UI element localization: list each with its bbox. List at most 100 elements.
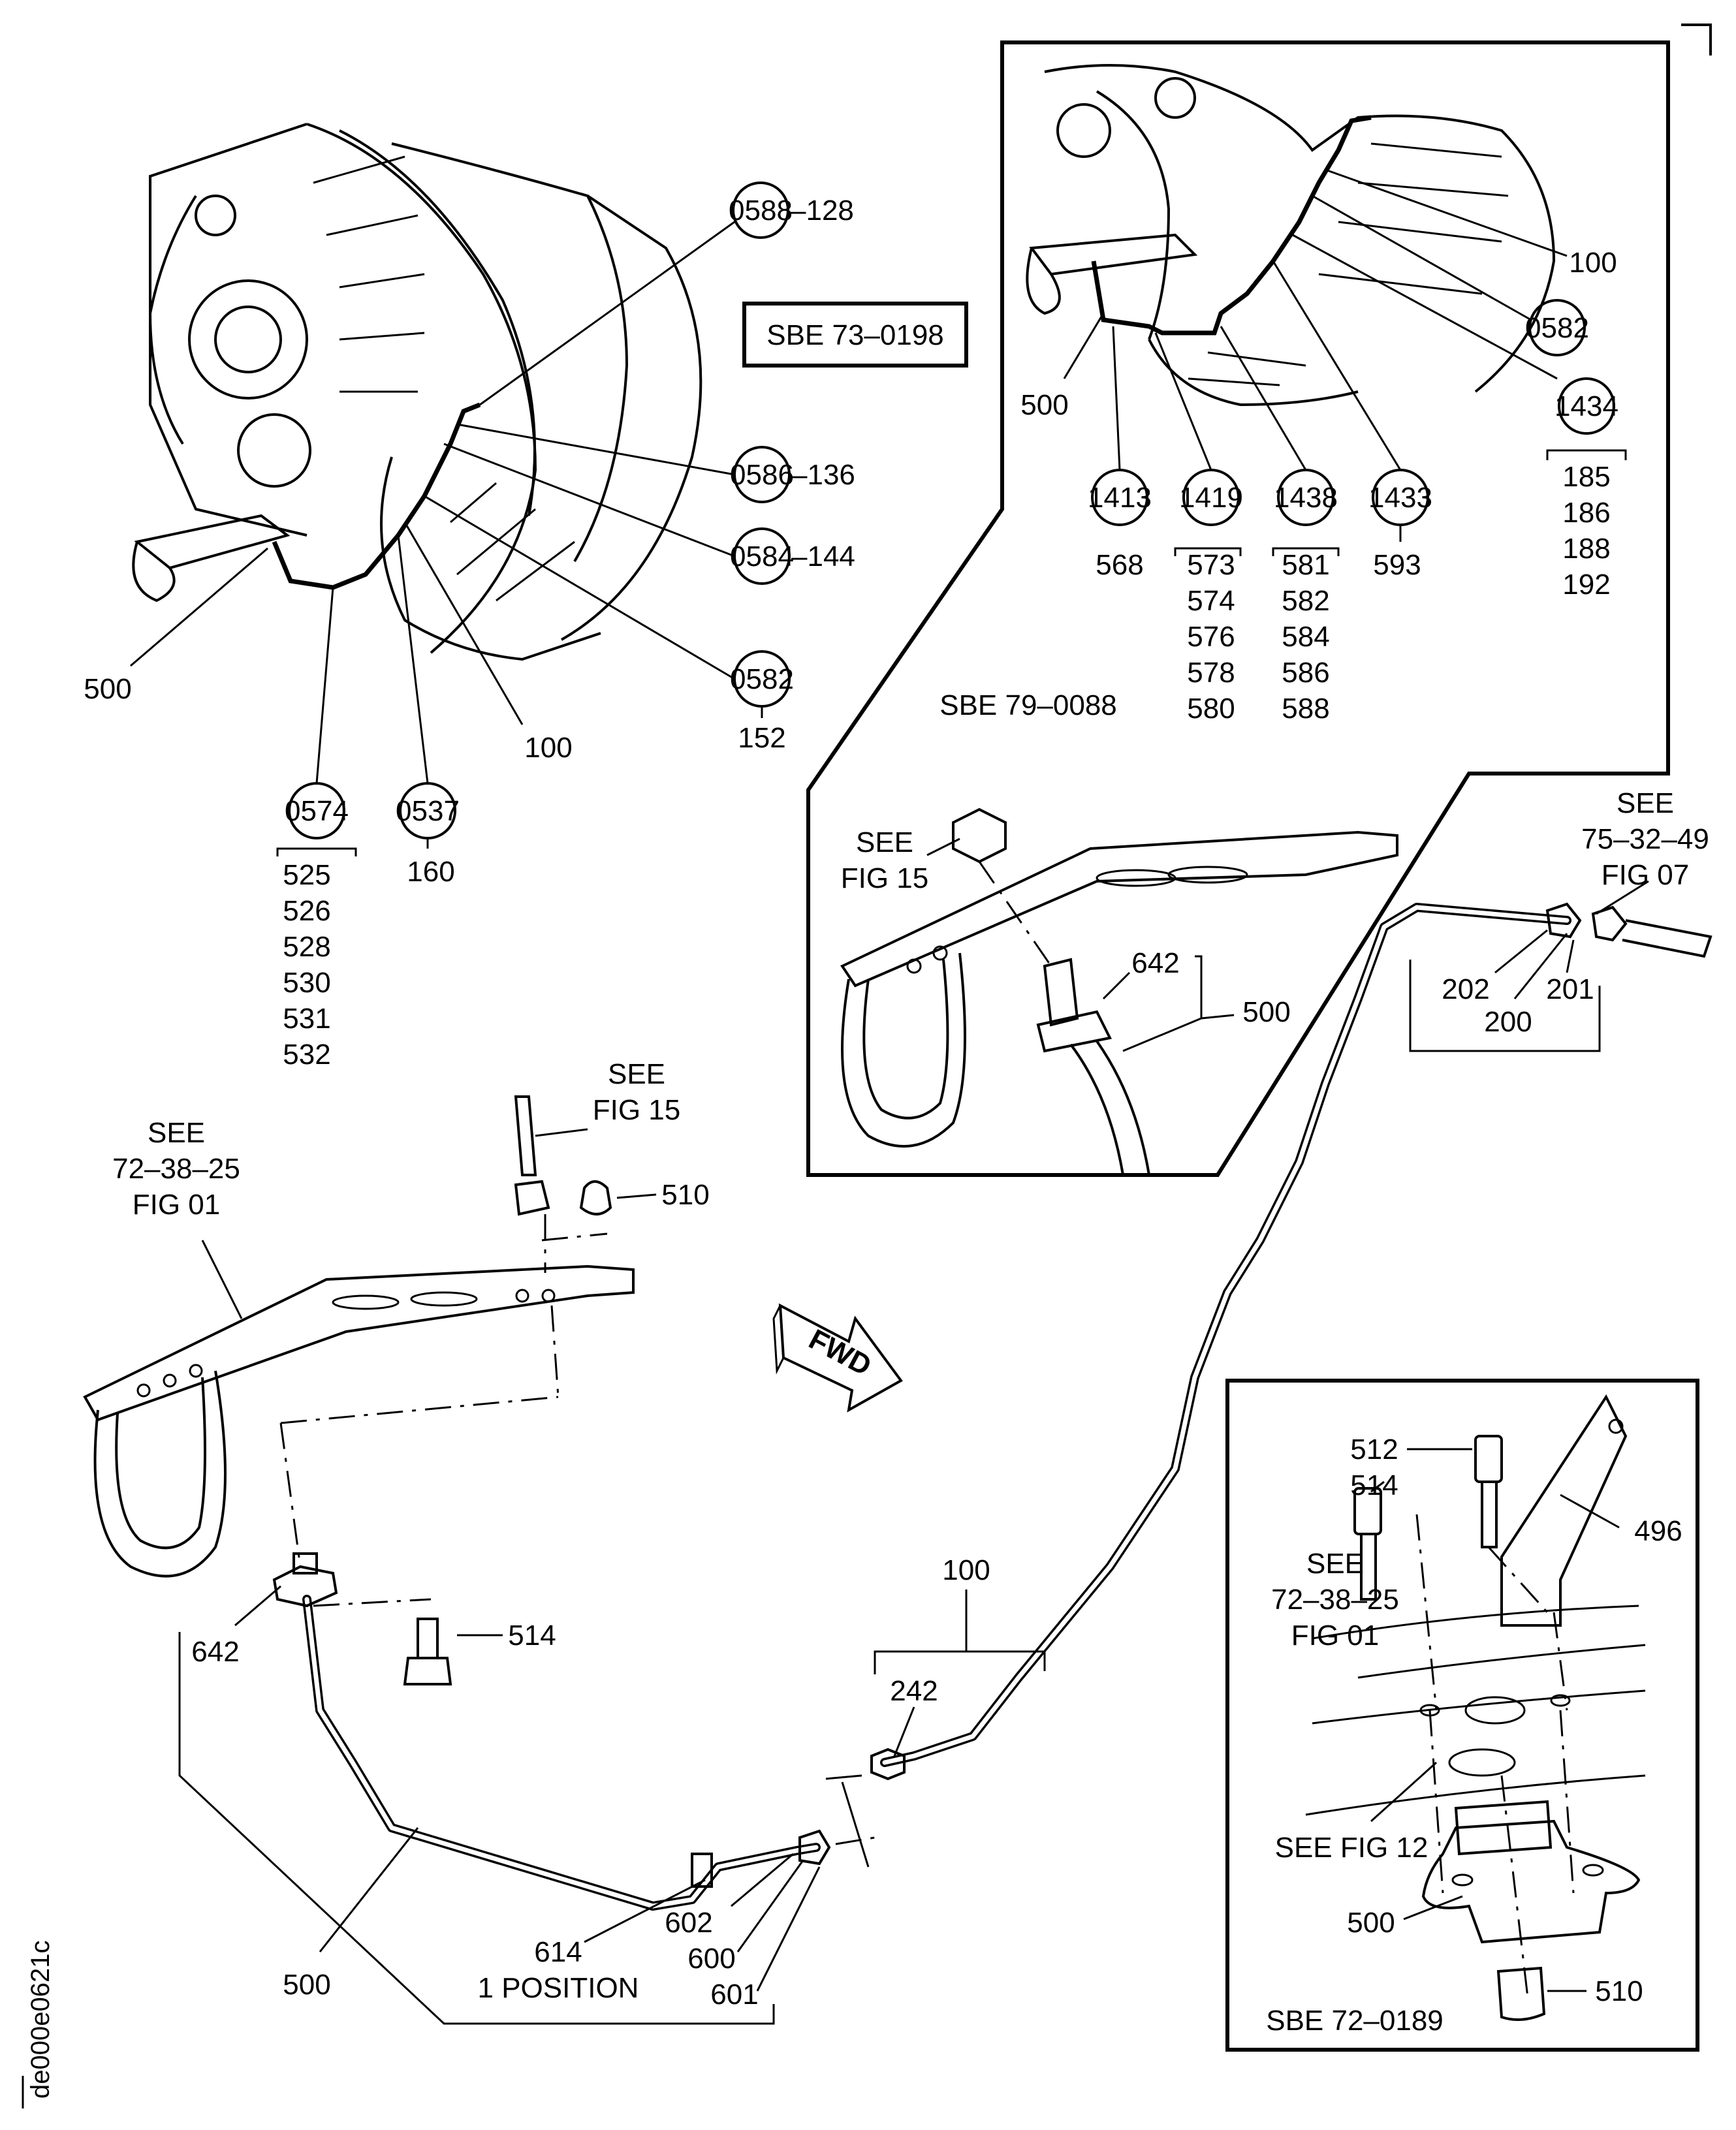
callout-0582-inset: 0582: [1312, 195, 1589, 356]
svg-text:1413: 1413: [1088, 482, 1152, 514]
label-601: 601: [710, 1866, 821, 2011]
svg-text:642: 642: [1131, 947, 1179, 979]
svg-text:581: 581: [1282, 549, 1329, 581]
svg-text:SEE: SEE: [1617, 787, 1674, 819]
label-514-main: 514: [457, 1620, 556, 1652]
label-500-engine: 500: [84, 547, 268, 705]
svg-text:568: 568: [1096, 549, 1143, 581]
svg-text:100: 100: [524, 732, 572, 764]
svg-text:573: 573: [1187, 549, 1235, 581]
svg-text:1 POSITION: 1 POSITION: [478, 1972, 639, 2004]
svg-text:510: 510: [1595, 1975, 1643, 2007]
main-bracket: [83, 1264, 635, 1578]
svg-text:528: 528: [283, 931, 330, 963]
fwd-arrow: FWD: [772, 1303, 903, 1413]
inset-sbe-72-0189-frame: [1225, 1379, 1699, 2052]
pipe-100: [870, 902, 1712, 1781]
label-602: 602: [665, 1853, 794, 1939]
label-200: 200: [1484, 933, 1568, 1038]
bolt-514-main: [403, 1618, 452, 1685]
label-510-main: 510: [616, 1179, 710, 1211]
svg-text:100: 100: [1569, 247, 1617, 279]
svg-text:588: 588: [1282, 693, 1329, 725]
callout-0537: 0537 160: [396, 535, 460, 888]
svg-text:FIG 15: FIG 15: [841, 862, 929, 894]
svg-text:185: 185: [1562, 461, 1610, 493]
svg-text:242: 242: [890, 1675, 938, 1707]
sbe-73-0198-box: [742, 302, 968, 368]
svg-text:593: 593: [1373, 549, 1421, 581]
svg-text:186: 186: [1562, 497, 1610, 529]
svg-text:602: 602: [665, 1907, 712, 1939]
svg-text:574: 574: [1187, 585, 1235, 617]
svg-text:500: 500: [84, 673, 131, 705]
svg-text:582: 582: [1282, 585, 1329, 617]
svg-text:576: 576: [1187, 621, 1235, 653]
callout-1438: 1438 581 582 584 586 588: [1220, 326, 1340, 725]
svg-text:100: 100: [942, 1554, 990, 1586]
svg-text:SEE: SEE: [608, 1058, 665, 1090]
svg-text:586: 586: [1282, 657, 1329, 689]
inset-sbe-79-0088-frame: [806, 40, 1670, 1177]
pipe-500: [272, 1552, 876, 1911]
svg-text:601: 601: [710, 1979, 758, 2011]
svg-text:530: 530: [283, 967, 330, 999]
callout-1419: 1419 573 574 576 578 580: [1154, 332, 1243, 725]
callout-0584: 0584 –144: [443, 443, 855, 585]
svg-text:152: 152: [738, 722, 785, 754]
label-see-fig12: SEE FIG 12: [1275, 1761, 1438, 1864]
label-614: 614 1 POSITION: [478, 1879, 706, 2004]
svg-text:578: 578: [1187, 657, 1235, 689]
label-510-inset: 510: [1547, 1975, 1643, 2007]
svg-text:510: 510: [661, 1179, 709, 1211]
callout-0574: 0574 525 526 528 530 531 532: [276, 587, 357, 1071]
svg-text:0582: 0582: [730, 663, 794, 695]
svg-text:–128: –128: [790, 195, 854, 227]
svg-text:SEE: SEE: [148, 1117, 205, 1149]
svg-text:0537: 0537: [396, 795, 460, 827]
label-100-engine: 100: [403, 522, 573, 764]
label-100-inset: 100: [1325, 168, 1617, 279]
svg-text:614: 614: [534, 1936, 582, 1968]
svg-text:500: 500: [1242, 996, 1290, 1028]
svg-text:FIG 01: FIG 01: [1291, 1620, 1380, 1652]
svg-text:512: 512: [1350, 1433, 1398, 1465]
label-see-fig15-main: SEE FIG 15: [535, 1058, 680, 1137]
label-500-inset: 500: [1020, 313, 1105, 421]
sbe-79-0088-label: SBE 79–0088: [939, 689, 1117, 721]
svg-text:72–38–25: 72–38–25: [112, 1153, 240, 1185]
callout-0588: 0588 –128: [479, 181, 854, 406]
inset-bracket-detail: [840, 807, 1398, 1176]
inset-72-0189-parts: [1305, 1394, 1646, 2021]
svg-text:72–38–25: 72–38–25: [1271, 1584, 1399, 1616]
svg-text:SEE: SEE: [1306, 1548, 1364, 1580]
svg-text:525: 525: [283, 859, 330, 891]
svg-text:75–32–49: 75–32–49: [1581, 823, 1709, 855]
svg-text:584: 584: [1282, 621, 1329, 653]
svg-text:1419: 1419: [1179, 482, 1243, 514]
engine-view: [132, 123, 702, 661]
inset-harness: [1091, 115, 1372, 336]
svg-text:SEE: SEE: [856, 826, 913, 858]
svg-text:500: 500: [283, 1969, 330, 2001]
inset-engine-view: [1026, 64, 1556, 407]
callout-1433: 1433 593: [1272, 260, 1432, 581]
label-500-inset2: 500: [1347, 1895, 1463, 1939]
label-201: 201: [1546, 939, 1594, 1005]
svg-text:192: 192: [1562, 569, 1610, 601]
label-600: 600: [687, 1860, 804, 1975]
label-500-inset-b: 500: [1201, 996, 1291, 1028]
callout-0586: 0586 –136: [456, 423, 855, 503]
callout-0582-engine: 0582 152: [424, 495, 794, 754]
svg-text:188: 188: [1562, 533, 1610, 565]
svg-text:0584: 0584: [730, 540, 794, 572]
svg-text:526: 526: [283, 895, 330, 927]
svg-text:1438: 1438: [1274, 482, 1338, 514]
label-202: 202: [1442, 929, 1548, 1005]
svg-text:532: 532: [283, 1039, 330, 1071]
svg-text:642: 642: [191, 1636, 239, 1668]
svg-text:0574: 0574: [285, 795, 349, 827]
sbe-72-0189-label: SBE 72–0189: [1266, 2005, 1444, 2037]
svg-text:SEE FIG 12: SEE FIG 12: [1275, 1832, 1428, 1864]
label-see-75-32-49: SEE 75–32–49 FIG 07: [1581, 787, 1709, 915]
